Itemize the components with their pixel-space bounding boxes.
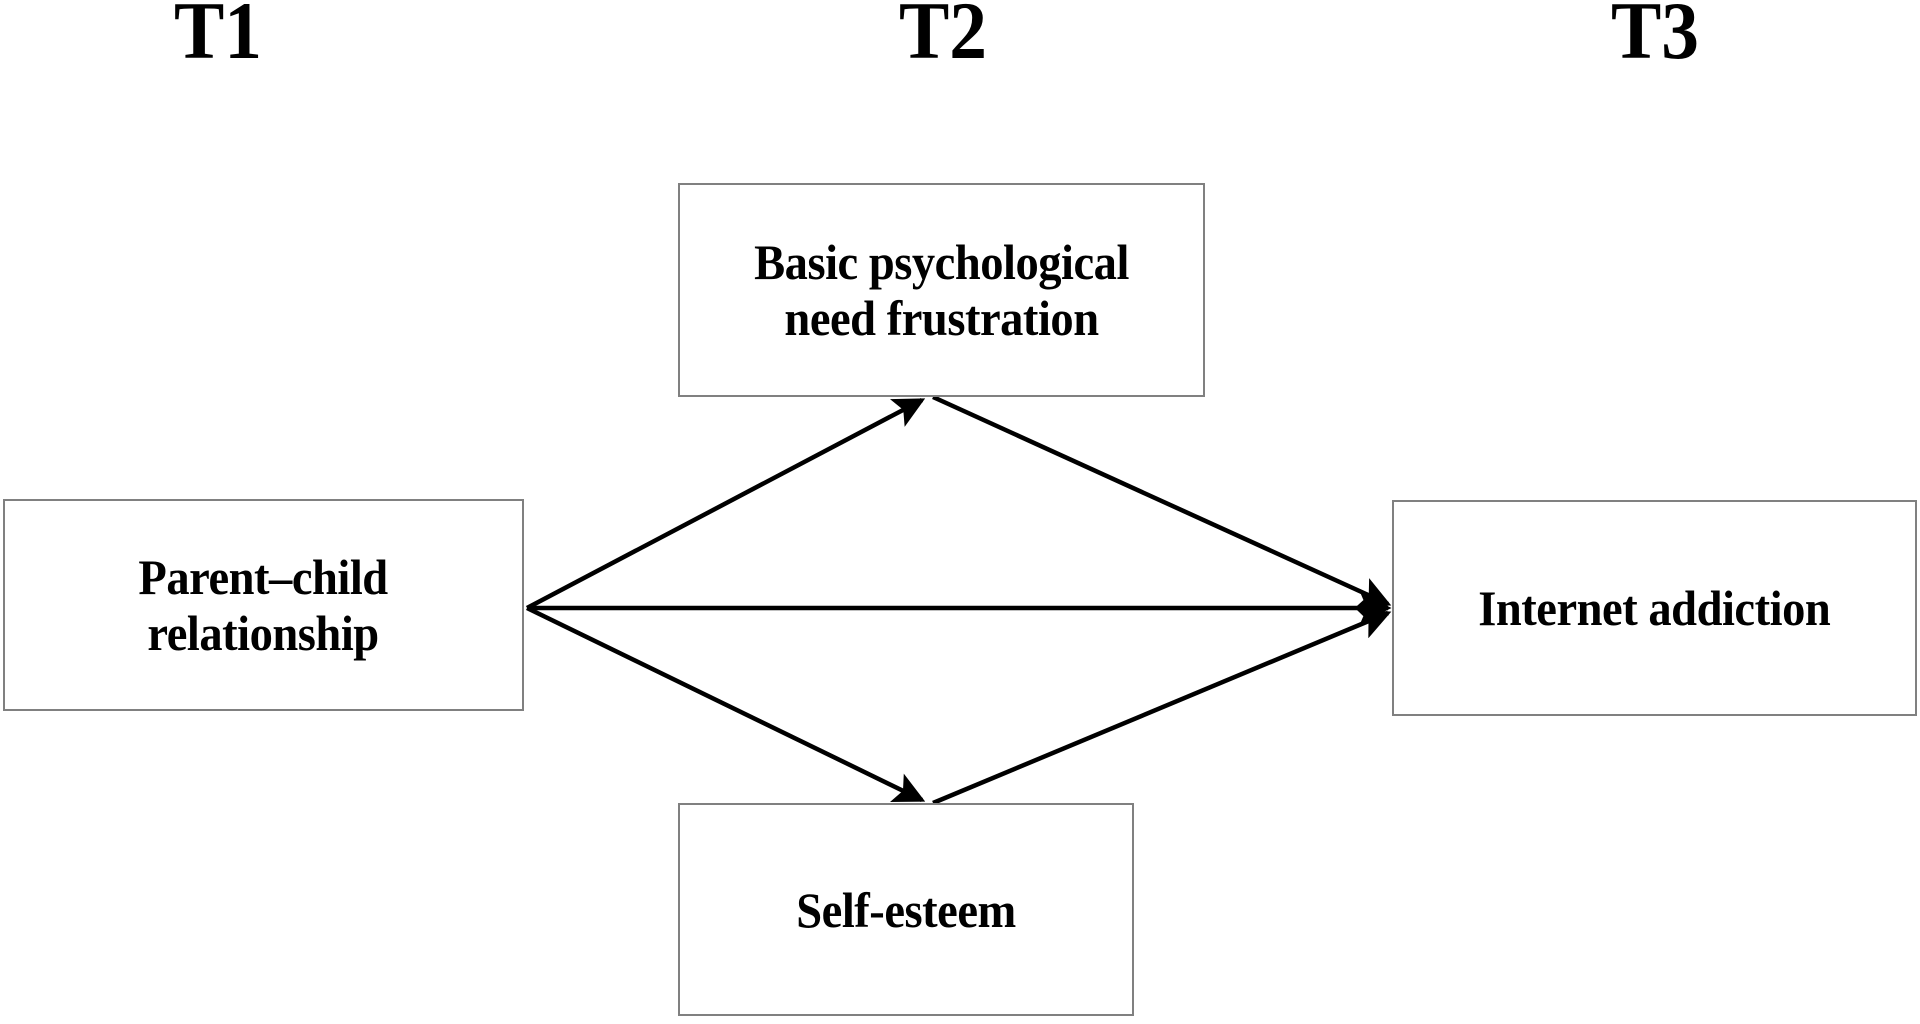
path-arrow-a1 bbox=[525, 398, 926, 610]
wave-label-t1: T1 bbox=[173, 0, 263, 76]
node-label-self-esteem: Self-esteem bbox=[796, 881, 1016, 938]
path-arrow-b1 bbox=[932, 394, 1392, 607]
path-arrow-b2 bbox=[932, 609, 1392, 806]
wave-label-t2: T2 bbox=[898, 0, 988, 76]
node-box-self-esteem[interactable]: Self-esteem bbox=[678, 803, 1134, 1016]
node-box-internet-addiction[interactable]: Internet addiction bbox=[1392, 500, 1917, 716]
node-label-line-2: need frustration bbox=[784, 290, 1099, 346]
wave-label-t3: T3 bbox=[1610, 0, 1700, 76]
path-arrow-a2 bbox=[526, 605, 926, 803]
node-label-line-1: Basic psychological bbox=[754, 234, 1129, 290]
node-label-internet-addiction: Internet addiction bbox=[1478, 580, 1831, 636]
node-label-line-2: relationship bbox=[147, 605, 380, 661]
node-label-line-1: Parent–child bbox=[138, 549, 389, 605]
